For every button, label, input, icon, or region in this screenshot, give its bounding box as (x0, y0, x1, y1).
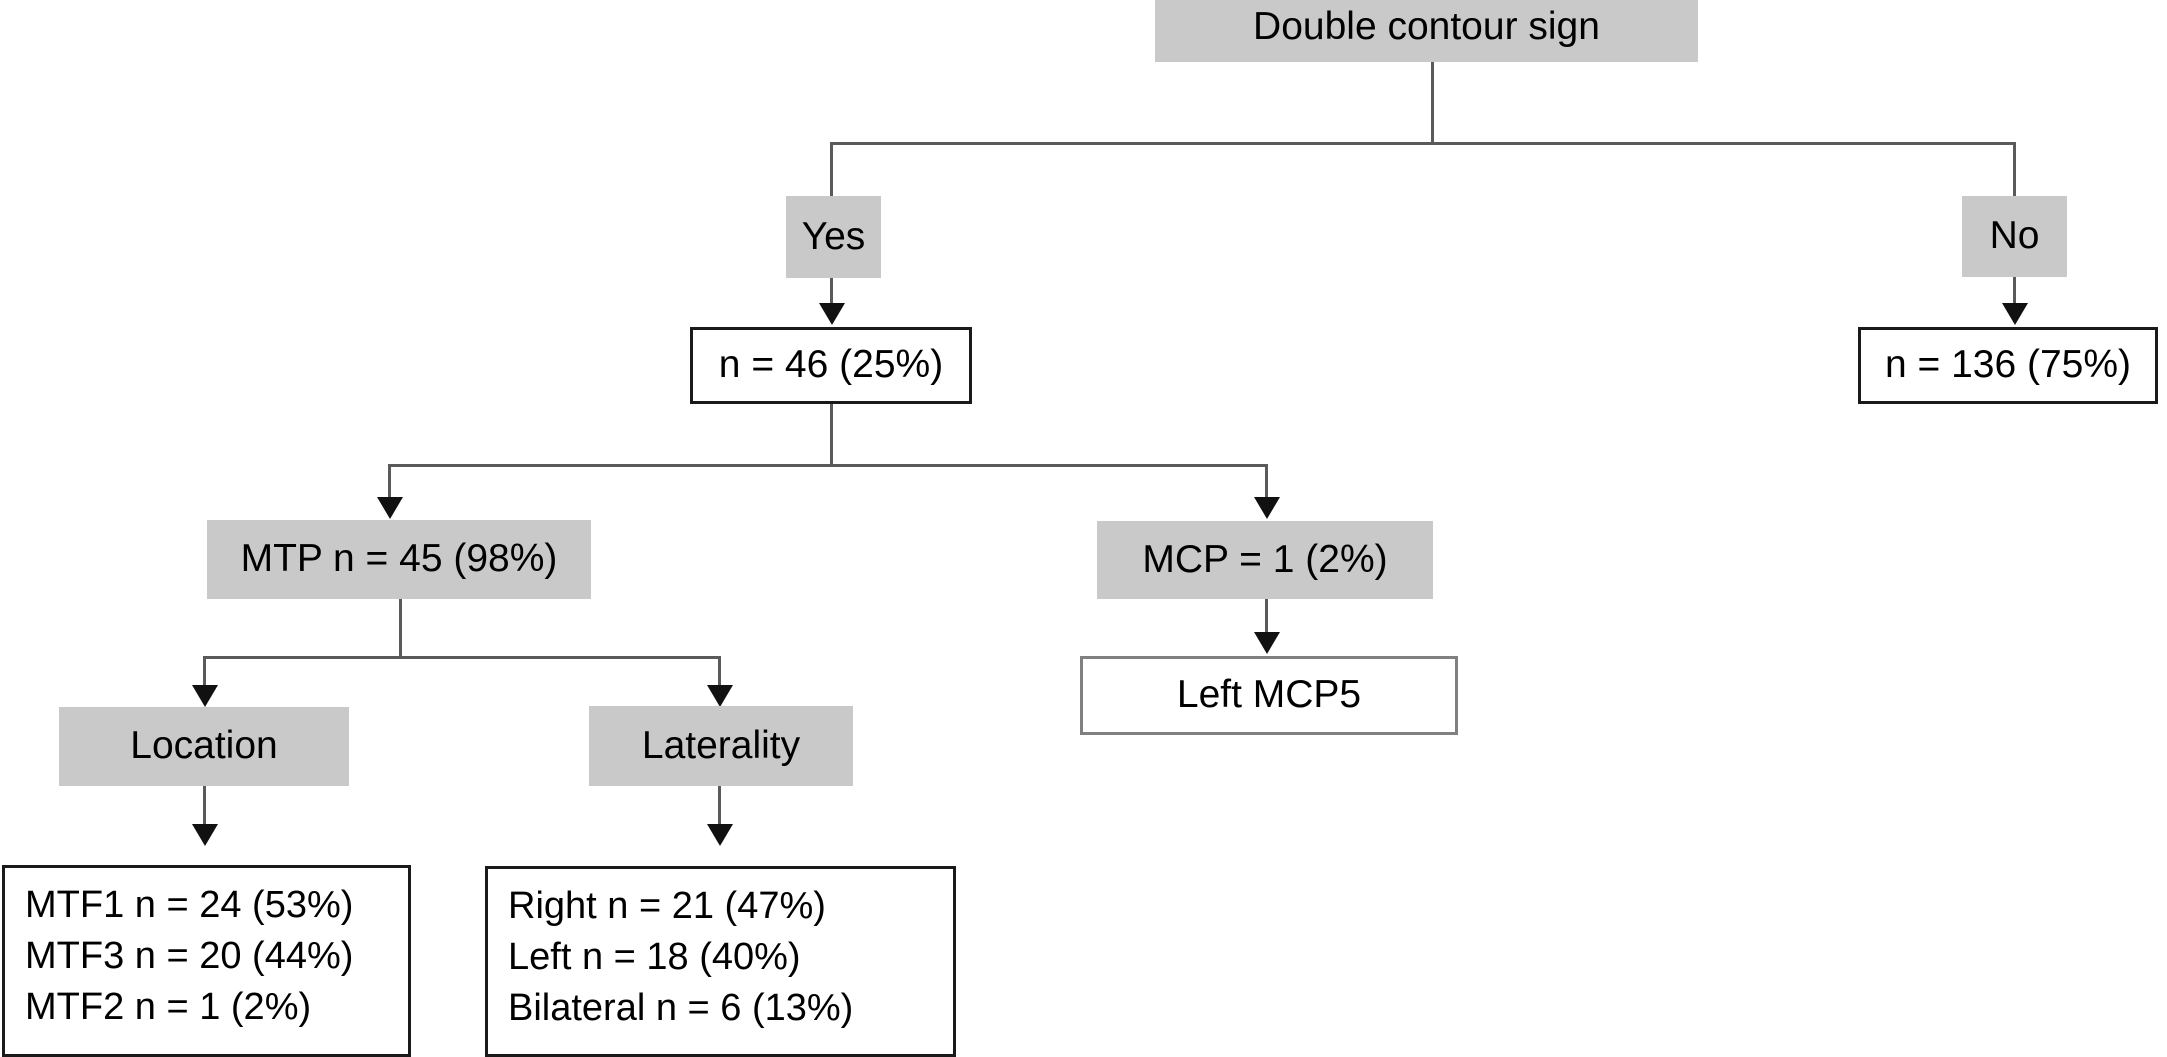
connector-mtp-bus (203, 656, 721, 659)
connector-root-stem (1431, 62, 1434, 144)
connector-no-to-count (2013, 277, 2016, 307)
arrow-yes-to-count (819, 303, 845, 325)
node-left-mcp5[interactable]: Left MCP5 (1080, 656, 1458, 735)
node-yes-count[interactable]: n = 46 (25%) (690, 327, 972, 404)
node-laterality-breakdown[interactable]: Right n = 21 (47%) Left n = 18 (40%) Bil… (485, 866, 956, 1057)
connector-count-bus (388, 464, 1268, 467)
arrow-location-to-list (192, 824, 218, 846)
connector-location-to-list (203, 786, 206, 828)
node-location-breakdown[interactable]: MTF1 n = 24 (53%) MTF3 n = 20 (44%) MTF2… (2, 865, 411, 1057)
connector-laterality-to-list (718, 786, 721, 828)
arrow-mcp-to-leftmcp5 (1254, 632, 1280, 654)
connector-mtp-to-laterality (718, 656, 721, 688)
location-breakdown-line: MTF1 n = 24 (53%) (25, 884, 354, 926)
connector-mtp-stem (399, 599, 402, 659)
arrow-no-to-count (2002, 303, 2028, 325)
connector-mtp-to-location (203, 656, 206, 688)
location-breakdown-line: MTF3 n = 20 (44%) (25, 934, 354, 977)
laterality-breakdown-line: Left n = 18 (40%) (508, 935, 801, 978)
arrow-laterality-to-list (707, 824, 733, 846)
node-laterality[interactable]: Laterality (589, 706, 853, 786)
connector-count-stem (830, 404, 833, 467)
laterality-breakdown-line: Right n = 21 (47%) (508, 885, 826, 927)
connector-mcp-to-leftmcp5 (1265, 599, 1268, 635)
node-double-contour-sign[interactable]: Double contour sign (1155, 0, 1698, 62)
location-breakdown-line: MTF2 n = 1 (2%) (25, 985, 312, 1028)
arrow-count-to-mcp (1254, 497, 1280, 519)
connector-count-to-mcp (1265, 464, 1268, 502)
node-yes[interactable]: Yes (786, 196, 881, 278)
node-mcp[interactable]: MCP = 1 (2%) (1097, 521, 1433, 599)
arrow-mtp-to-location (192, 685, 218, 707)
connector-root-to-yes (830, 142, 833, 198)
connector-root-to-no (2013, 142, 2016, 198)
arrow-mtp-to-laterality (707, 685, 733, 707)
connector-root-bus (830, 142, 2016, 145)
node-no-count[interactable]: n = 136 (75%) (1858, 327, 2158, 404)
connector-yes-to-count (830, 277, 833, 307)
node-location[interactable]: Location (59, 707, 349, 786)
connector-count-to-mtp (388, 464, 391, 502)
laterality-breakdown-line: Bilateral n = 6 (13%) (508, 986, 854, 1029)
node-mtp[interactable]: MTP n = 45 (98%) (207, 520, 591, 599)
arrow-count-to-mtp (377, 497, 403, 519)
node-no[interactable]: No (1962, 196, 2067, 277)
